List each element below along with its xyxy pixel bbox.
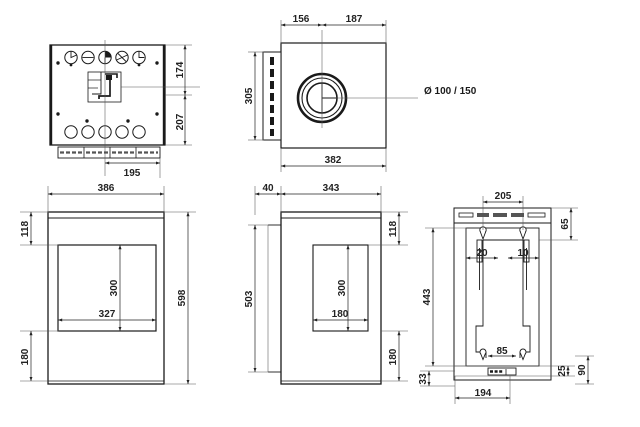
- dim-label-180-opening: 180: [332, 309, 349, 320]
- dim-327: 327: [58, 309, 156, 322]
- view-plan: Ø 100 / 150 156 187 305 382: [244, 14, 477, 172]
- front-glass-opening: [57, 244, 157, 332]
- view-front-elevation: 386 118 180 598 327: [20, 183, 196, 385]
- dim-label-25: 25: [557, 365, 568, 377]
- fixing-dot: [85, 119, 89, 123]
- hole-icon-2: [81, 125, 95, 139]
- dim-25: 25: [551, 365, 575, 377]
- dim-label-300-side: 300: [337, 279, 348, 296]
- rear-panel-left-edge: [50, 45, 53, 145]
- dim-label-386: 386: [98, 183, 115, 194]
- bracket-rail-slots: [458, 212, 546, 218]
- dim-305: 305: [244, 51, 264, 141]
- hole-icon-4: [115, 125, 129, 139]
- side-glass-opening: [312, 244, 369, 332]
- dim-label-180-side: 180: [388, 348, 399, 365]
- dim-343: 343: [281, 183, 382, 213]
- fixing-dot: [126, 119, 130, 123]
- dim-386: 386: [47, 183, 165, 213]
- dim-118-side: 118: [368, 211, 408, 246]
- dim-300-front: 300: [109, 245, 122, 331]
- flue-opening: [296, 30, 348, 128]
- dim-label-10: 10: [517, 248, 529, 259]
- dim-label-598: 598: [177, 289, 188, 306]
- dim-382: 382: [280, 148, 387, 172]
- grille-strip: [57, 146, 161, 159]
- dim-598: 598: [164, 211, 196, 385]
- dial-icon-5: [132, 50, 146, 67]
- dim-label-156: 156: [293, 14, 310, 25]
- dim-10: 10: [508, 248, 539, 260]
- dim-118-front: 118: [20, 211, 59, 246]
- dim-label-195: 195: [124, 168, 141, 179]
- dial-icon-4: [115, 50, 129, 65]
- flue-diameter-label: Ø 100 / 150: [424, 86, 477, 97]
- dim-label-118-side: 118: [388, 220, 399, 237]
- hole-icon-5: [132, 125, 146, 139]
- dim-label-118-front: 118: [20, 220, 31, 237]
- dim-label-33: 33: [418, 373, 429, 385]
- dim-label-503: 503: [244, 290, 255, 307]
- view-wall-bracket: 205 65 20 10 443 85: [418, 191, 594, 404]
- dim-180-opening: 180: [313, 309, 368, 322]
- dim-label-443: 443: [422, 288, 433, 305]
- dim-33: 33: [418, 370, 455, 387]
- dim-194: 194: [454, 376, 511, 404]
- dim-503: 503: [244, 224, 269, 373]
- dim-label-180-front: 180: [20, 348, 31, 365]
- dim-label-382: 382: [325, 155, 342, 166]
- dim-label-40: 40: [262, 183, 274, 194]
- dim-65: 65: [539, 207, 578, 241]
- dim-label-207: 207: [175, 113, 186, 130]
- dim-label-194: 194: [475, 388, 492, 399]
- dim-156: 156: [280, 14, 322, 44]
- dim-label-305: 305: [244, 87, 255, 104]
- plan-rear-slots: [270, 57, 274, 136]
- dim-207: 207: [165, 95, 192, 146]
- fixing-dot: [56, 61, 60, 65]
- dim-label-300-front: 300: [109, 279, 120, 296]
- connection-detail: [87, 71, 200, 103]
- dial-icon-1: [64, 50, 78, 67]
- dim-300-side: 300: [337, 245, 350, 331]
- dim-label-343: 343: [323, 183, 340, 194]
- rear-panel-right-edge: [162, 45, 165, 145]
- fixing-dot: [155, 112, 159, 116]
- dim-180-front: 180: [20, 330, 59, 382]
- bracket-plate-outline: [453, 207, 552, 381]
- dim-label-20: 20: [476, 248, 488, 259]
- view-rear-panel: 174 207 195: [49, 40, 200, 179]
- dim-443: 443: [422, 227, 467, 367]
- hole-icon-1: [64, 125, 78, 139]
- dim-label-85: 85: [496, 346, 508, 357]
- dim-label-90: 90: [577, 364, 588, 376]
- keyhole-bottom-right: [519, 348, 527, 361]
- view-side-elevation: 40 343 503 118 180: [244, 183, 408, 385]
- dim-180-side: 180: [381, 330, 408, 382]
- dim-label-174: 174: [175, 61, 186, 78]
- dial-icon-2: [81, 50, 95, 65]
- fixing-dot: [56, 112, 60, 116]
- dim-label-65: 65: [560, 218, 571, 230]
- dim-174: 174: [165, 44, 192, 96]
- dim-195: 195: [105, 158, 161, 179]
- dim-label-327: 327: [99, 309, 116, 320]
- dim-90: 90: [575, 355, 594, 385]
- fixing-dot: [155, 61, 159, 65]
- dim-205: 205: [482, 191, 524, 230]
- dim-85: 85: [488, 346, 516, 358]
- keyhole-bottom-left: [479, 348, 487, 361]
- dim-187: 187: [322, 14, 387, 44]
- dim-20: 20: [466, 248, 498, 260]
- dim-label-187: 187: [346, 14, 363, 25]
- dim-label-205: 205: [495, 191, 512, 202]
- dim-40: 40: [254, 183, 282, 215]
